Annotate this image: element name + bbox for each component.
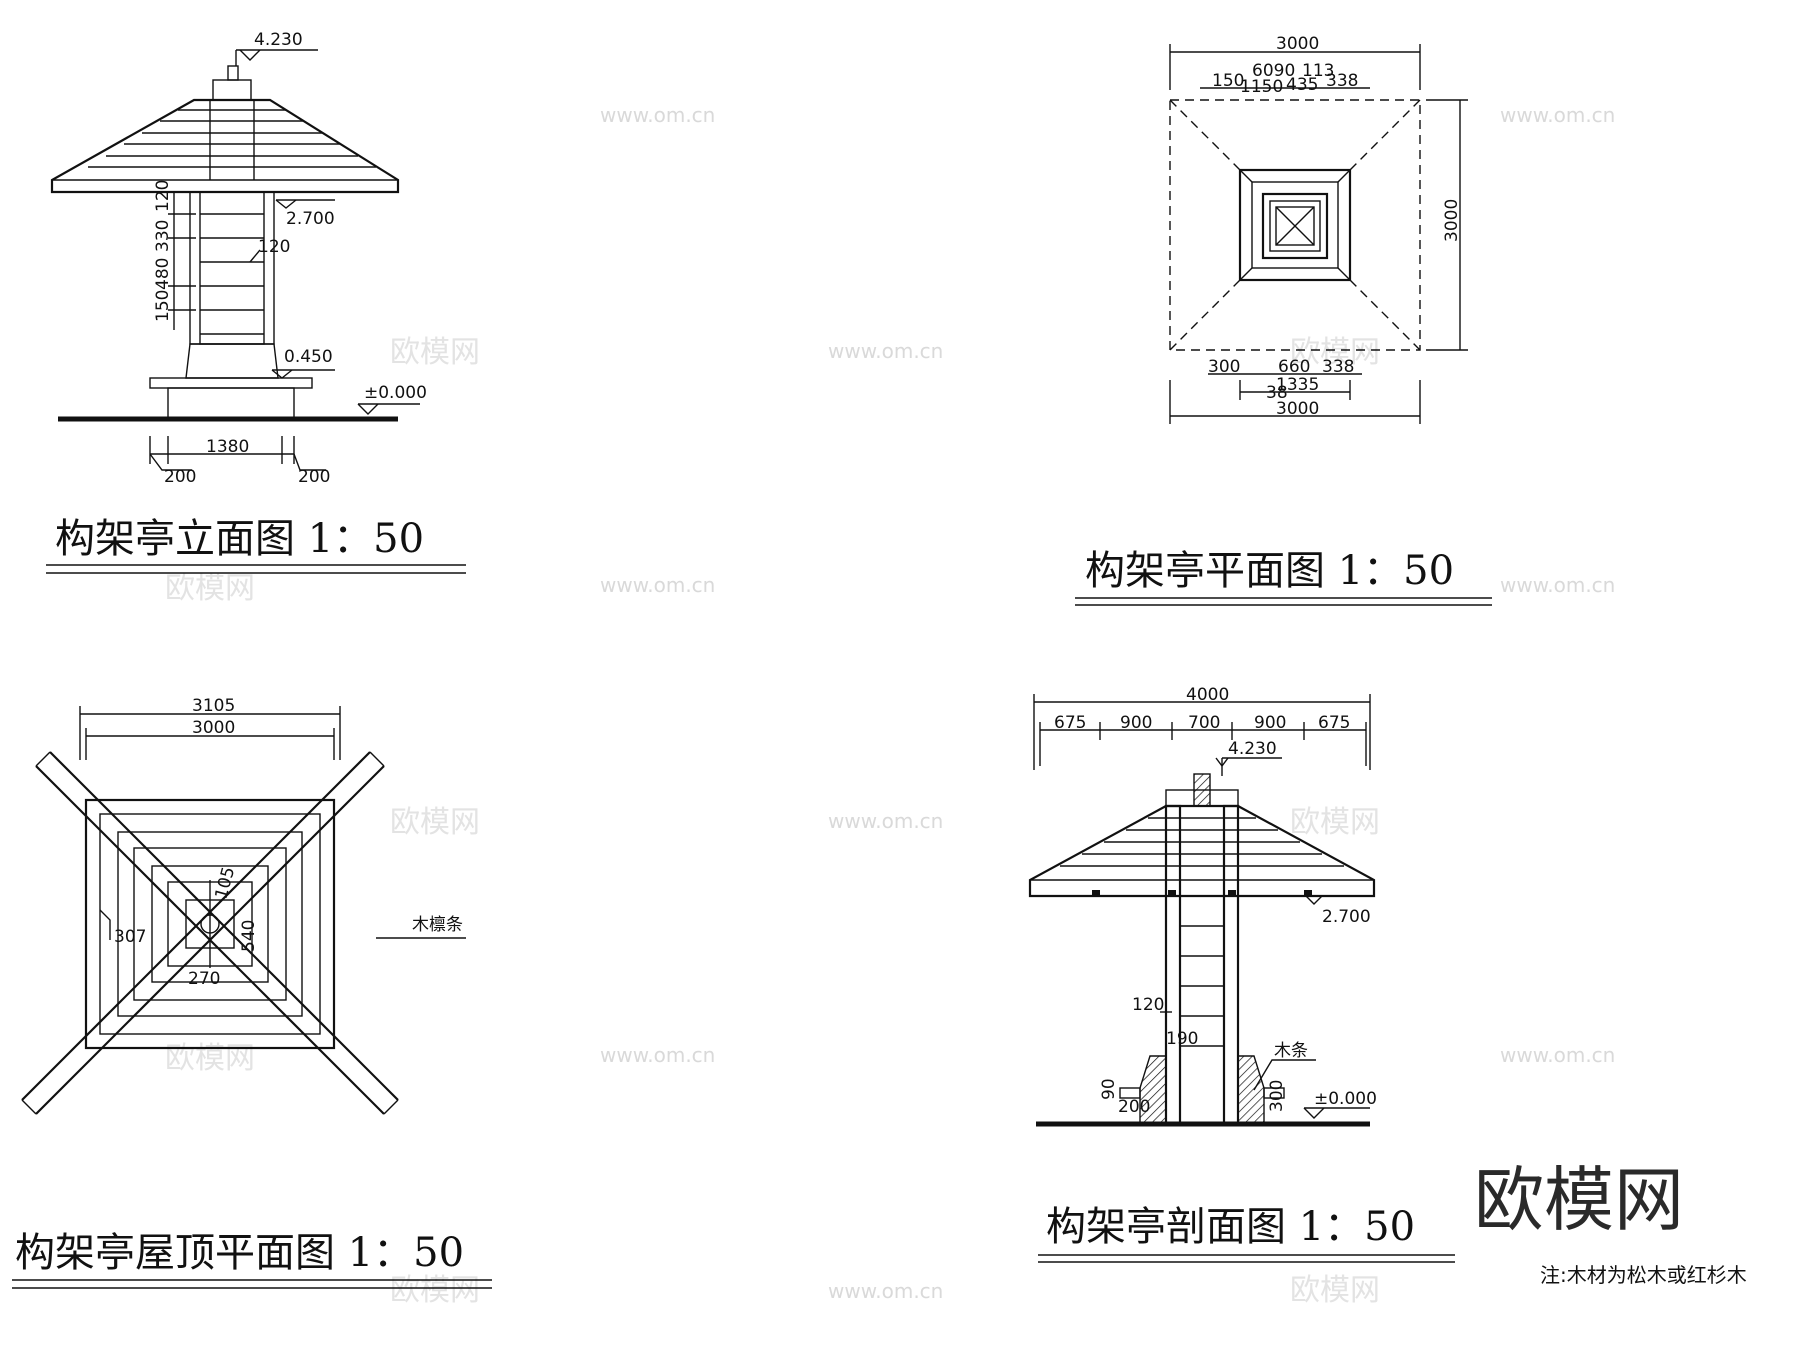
section-level-eave: 2.700 xyxy=(1322,907,1371,927)
section-dim-200: 200 xyxy=(1118,1097,1150,1117)
elevation-dim-120: 120 xyxy=(153,180,173,212)
roof-dim-270: 270 xyxy=(188,969,220,989)
plan-dim-top-c: 113 xyxy=(1302,61,1334,81)
watermark-url: www.om.cn xyxy=(1500,573,1615,597)
section-title: 构架亭剖面图 1：50 xyxy=(1046,1204,1415,1250)
watermark-url: www.om.cn xyxy=(828,339,943,363)
watermark-logo: 欧模网 xyxy=(390,805,480,840)
watermark-logo: 欧模网 xyxy=(165,571,255,606)
material-note: 注:木材为松木或红杉木 xyxy=(1540,1263,1747,1287)
roof-dim-3105: 3105 xyxy=(192,696,235,716)
plan-dim-bottom-c: 338 xyxy=(1322,357,1354,377)
section-level-ground: ±0.000 xyxy=(1314,1089,1377,1109)
watermark-url: www.om.cn xyxy=(600,1043,715,1067)
section-dim-700: 700 xyxy=(1188,713,1220,733)
plan-dim-bottom-e: 38 xyxy=(1266,383,1288,403)
watermark-logo: 欧模网 xyxy=(1290,1273,1380,1308)
elevation-drawing: 4.230 2.700 0.450 xyxy=(50,30,427,487)
section-level-top: 4.230 xyxy=(1228,739,1277,759)
section-label-wood-strip: 木条 xyxy=(1274,1041,1308,1061)
roof-dim-307: 307 xyxy=(114,927,146,947)
elevation-title: 构架亭立面图 1：50 xyxy=(55,516,424,562)
section-dim-300: 300 xyxy=(1267,1080,1287,1112)
section-dim-190: 190 xyxy=(1166,1029,1198,1049)
watermark-url: www.om.cn xyxy=(600,573,715,597)
watermark-layer: www.om.cn www.om.cn www.om.cn www.om.cn … xyxy=(165,103,1615,1308)
watermark-url: www.om.cn xyxy=(828,809,943,833)
plan-dim-total-bottom: 3000 xyxy=(1276,399,1319,419)
elevation-level-seat: 0.450 xyxy=(284,347,333,367)
section-dim-total: 4000 xyxy=(1186,685,1229,705)
watermark-logo: 欧模网 xyxy=(390,335,480,370)
roof-plan-title: 构架亭屋顶平面图 1：50 xyxy=(15,1230,464,1276)
plan-dim-top-d: 1150 xyxy=(1240,77,1283,97)
elevation-dim-480: 480 xyxy=(153,258,173,290)
roof-dim-3000: 3000 xyxy=(192,718,235,738)
elevation-level-top: 4.230 xyxy=(254,30,303,50)
plan-title: 构架亭平面图 1：50 xyxy=(1085,548,1454,594)
watermark-url: www.om.cn xyxy=(600,103,715,127)
section-dim-90: 90 xyxy=(1099,1078,1119,1100)
elevation-level-ground: ±0.000 xyxy=(364,383,427,403)
section-dim-675-right: 675 xyxy=(1318,713,1350,733)
watermark-url: www.om.cn xyxy=(1500,103,1615,127)
section-dim-675-left: 675 xyxy=(1054,713,1086,733)
plan-dim-top-b: 6090 xyxy=(1252,61,1295,81)
elevation-dim-200-left: 200 xyxy=(164,467,196,487)
elevation-dim-150: 150 xyxy=(153,290,173,322)
section-drawing: 4000 675 900 700 900 675 4.230 xyxy=(1028,685,1377,1127)
roof-plan-drawing: 3105 3000 307 105 540 270 木檩条 xyxy=(21,696,466,1115)
plan-dim-bottom-d: 1335 xyxy=(1276,375,1319,395)
section-dim-900-left: 900 xyxy=(1120,713,1152,733)
watermark-logo: 欧模网 xyxy=(1290,805,1380,840)
plan-dim-top-f: 338 xyxy=(1326,71,1358,91)
watermark-logo: 欧模网 xyxy=(390,1273,480,1308)
watermark-url: www.om.cn xyxy=(1500,1043,1615,1067)
watermark-logo: 欧模网 xyxy=(1290,335,1380,370)
plan-dim-top-a: 150 xyxy=(1212,71,1244,91)
plan-dim-bottom-a: 300 xyxy=(1208,357,1240,377)
elevation-dim-200-right: 200 xyxy=(298,467,330,487)
elevation-level-eave: 2.700 xyxy=(286,209,335,229)
plan-drawing: 3000 150 6090 113 1150 435 338 3000 300 … xyxy=(1169,34,1468,424)
plan-dim-bottom-b: 660 xyxy=(1278,357,1310,377)
plan-dim-top-e: 435 xyxy=(1286,75,1318,95)
watermark-logo: 欧模网 xyxy=(165,1041,255,1076)
elevation-dim-330: 330 xyxy=(153,220,173,252)
roof-dim-105: 105 xyxy=(212,865,240,902)
watermark-url: www.om.cn xyxy=(828,1279,943,1303)
elevation-dim-1380: 1380 xyxy=(206,437,249,457)
plan-dim-side: 3000 xyxy=(1442,199,1462,242)
section-dim-900-right: 900 xyxy=(1254,713,1286,733)
brand-logo: 欧模网 xyxy=(1474,1159,1684,1241)
section-dim-120: 120 xyxy=(1132,995,1164,1015)
roof-dim-540: 540 xyxy=(239,920,259,952)
elevation-dim-120b: 120 xyxy=(258,237,290,257)
plan-dim-total-top: 3000 xyxy=(1276,34,1319,54)
roof-label-purlin: 木檩条 xyxy=(412,915,463,935)
